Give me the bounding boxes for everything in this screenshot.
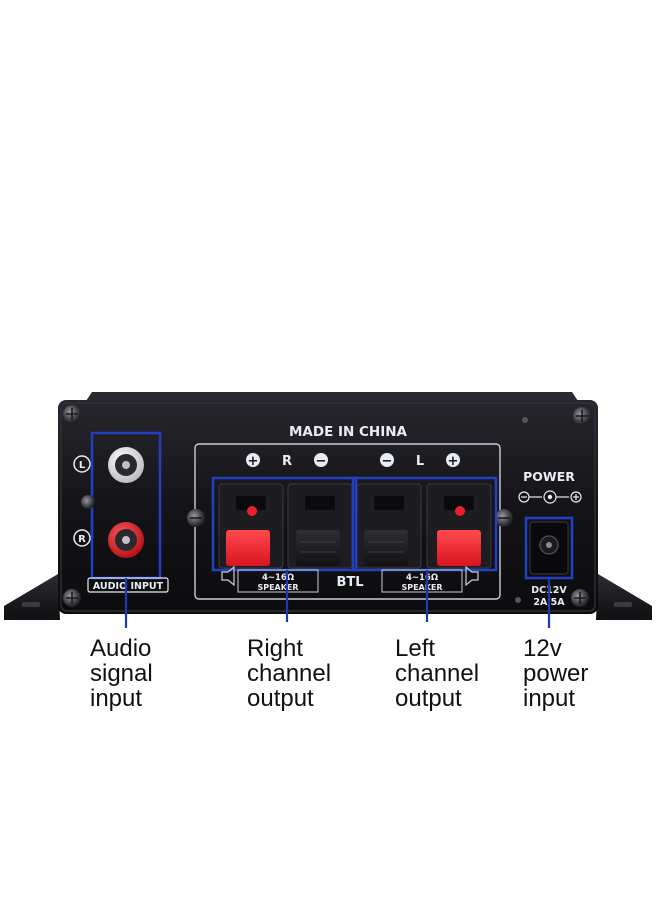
jack-left-label: L: [79, 460, 86, 471]
audio-input-label: AUDIO INPUT: [93, 581, 164, 592]
jack-right-label: R: [78, 534, 86, 545]
speaker-impedance-left: 4~16Ω: [406, 573, 438, 583]
corner-screws: [63, 405, 591, 607]
callout-audio-signal-input: Audio signal input: [90, 635, 153, 712]
minus-symbol-left: −: [382, 454, 393, 469]
ground-screw: [81, 495, 95, 509]
power-label: POWER: [523, 469, 575, 484]
minus-marker-right: [314, 453, 328, 467]
callout-right-channel-output: Right channel output: [247, 635, 332, 712]
speaker-label-right: SPEAKER: [257, 583, 298, 592]
plus-marker-left: [446, 453, 460, 467]
screw-small-bottom: [515, 597, 521, 603]
dc-polarity-icon: [518, 490, 582, 504]
callout-left-channel-output: Left channel output: [395, 635, 480, 712]
speaker-label-box-right: [237, 569, 319, 593]
right-mounting-flange: [596, 574, 652, 620]
callout-lines: [124, 570, 551, 628]
speaker-terminals: [218, 483, 492, 569]
minus-marker-left: [380, 453, 394, 467]
speaker-icon-left: [465, 565, 479, 587]
left-flange-slot: [22, 602, 40, 607]
speaker-labels: 4~16Ω SPEAKER BTL 4~16Ω SPEAKER: [221, 565, 479, 593]
speaker-label-box-left: [381, 569, 463, 593]
polarity-markers: + R − − L +: [246, 453, 460, 469]
plus-symbol-left: +: [448, 454, 459, 469]
terminal-left-minus-button: [364, 530, 408, 566]
made-in-label: MADE IN CHINA: [289, 424, 408, 440]
channel-l-label: L: [416, 454, 424, 469]
terminal-right-plus-button: [226, 530, 270, 566]
speaker-label-left: SPEAKER: [401, 583, 442, 592]
terminal-left-plus-button: [437, 530, 481, 566]
audio-input-section: L R AUDIO INPUT: [73, 431, 169, 593]
jack-right-marker: [73, 529, 91, 547]
screw-small-top: [522, 417, 528, 423]
channel-r-label: R: [282, 454, 292, 469]
right-flange-slot: [614, 602, 632, 607]
minus-symbol-right: −: [316, 454, 327, 469]
jack-left-marker: [73, 455, 91, 473]
btl-label: BTL: [336, 575, 363, 590]
plus-symbol-right: +: [248, 454, 259, 469]
speaker-icon-right: [221, 565, 235, 587]
terminal-right-minus-button: [296, 530, 340, 566]
plus-marker-right: [246, 453, 260, 467]
front-panel-bevel: [60, 402, 596, 612]
callout-12v-power-input: 12v power input: [523, 635, 589, 712]
audio-input-label-box: [87, 577, 169, 593]
left-mounting-flange: [4, 574, 60, 620]
speaker-impedance-right: 4~16Ω: [262, 573, 294, 583]
